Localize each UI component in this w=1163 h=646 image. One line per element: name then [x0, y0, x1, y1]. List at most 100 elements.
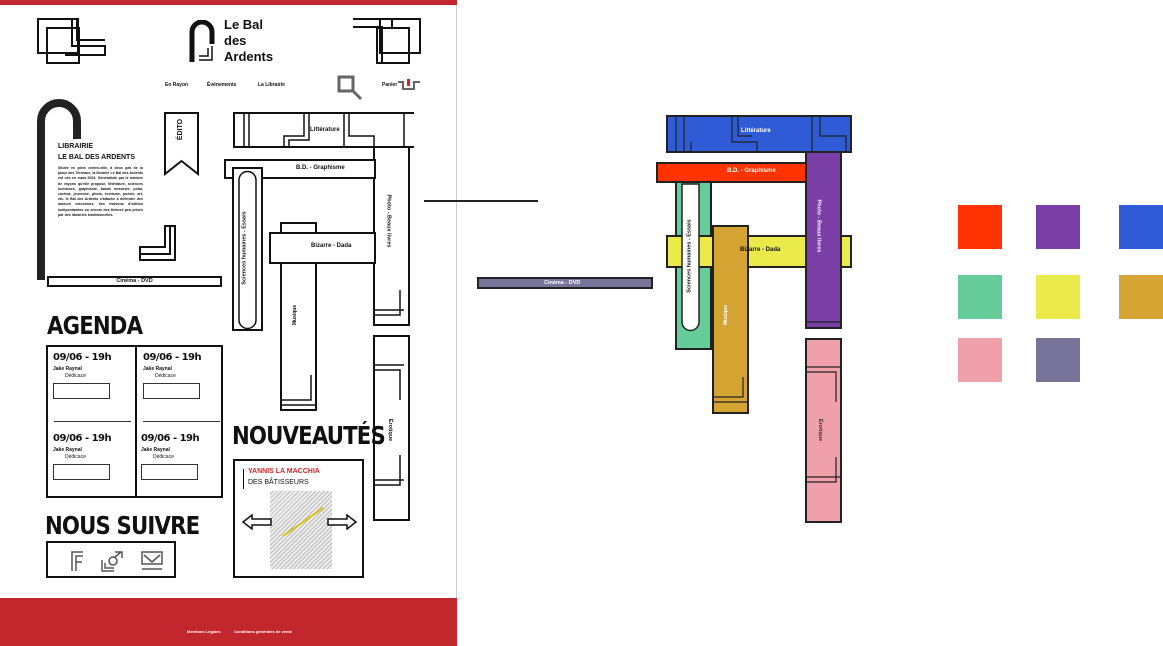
brand-line: des: [224, 33, 247, 48]
map-musique-colored: [712, 225, 749, 414]
swatch-gray: [1036, 338, 1080, 382]
colored-label-bizarre[interactable]: Bizarre - Dada: [740, 247, 781, 253]
event-name: Jake Raynal: [53, 366, 82, 372]
brand-line: Le Bal: [224, 17, 264, 32]
map-bizarre: [269, 232, 376, 264]
section-photo[interactable]: Photo - Beaux livres: [385, 194, 392, 248]
arrow-right-icon[interactable]: [327, 514, 357, 530]
swatch-gold: [1119, 275, 1163, 319]
link-icon[interactable]: [100, 550, 124, 572]
map-sciences: [232, 167, 263, 331]
nouveautes-carousel: YANNIS LA MACCHIA DES BÂTISSEURS: [233, 459, 364, 578]
map-litterature-colored: [666, 115, 852, 153]
footer: Mentions Légales Conditions générales de…: [0, 598, 457, 646]
edito-ribbon[interactable]: [164, 112, 199, 176]
map-cinema-colored: [477, 277, 653, 289]
social-box: [46, 541, 176, 578]
brand-line: Ardents: [224, 49, 274, 64]
event-date: 09/06 - 19h: [53, 433, 112, 444]
colored-label-cinema[interactable]: Cinéma - DVD: [544, 280, 581, 286]
map-erotique-colored: [805, 338, 842, 523]
event-name: Jake Raynal: [53, 447, 82, 453]
event-button[interactable]: [53, 464, 110, 480]
map-litterature: [233, 112, 414, 148]
event-button[interactable]: [141, 464, 198, 480]
intro-arch-icon: [37, 99, 81, 280]
colored-label-bd[interactable]: B.D. - Graphisme: [727, 168, 776, 174]
logo-arch-icon: [189, 20, 215, 62]
event-date: 09/06 - 19h: [141, 433, 200, 444]
agenda-title: AGENDA: [47, 311, 143, 340]
swatch-blue: [1119, 205, 1163, 249]
event-type: Dédicace: [65, 373, 86, 379]
map-erotique: [373, 335, 410, 521]
event-type: Dédicace: [65, 454, 86, 460]
colored-label-photo[interactable]: Photo - Beaux livres: [815, 199, 822, 253]
book-title: DES BÂTISSEURS: [248, 479, 309, 486]
cover-detail: [281, 506, 325, 538]
cart-label[interactable]: Panier: [382, 82, 398, 88]
edito-label[interactable]: ÉDITO: [177, 118, 185, 141]
divider: [243, 469, 244, 489]
event-button[interactable]: [53, 383, 110, 399]
divider: [54, 421, 131, 422]
event-type: Dédicace: [153, 454, 174, 460]
top-bar: [0, 0, 457, 5]
event-name: Jake Raynal: [141, 447, 170, 453]
nav-evenements[interactable]: Événements: [207, 82, 237, 88]
nav-la-librairie[interactable]: La Librairie: [258, 82, 285, 88]
swatch-pink: [958, 338, 1002, 382]
intro-title: LIBRAIRIE LE BAL DES ARDENTS: [58, 141, 135, 163]
colored-label-erotique[interactable]: Érotique: [817, 418, 824, 442]
connector-line: [424, 200, 538, 202]
website-mockup: Le Bal des Ardents En Rayon Événements L…: [0, 0, 457, 646]
book-cover-image[interactable]: [270, 491, 332, 569]
divider: [143, 421, 220, 422]
swatch-green: [958, 275, 1002, 319]
facebook-icon[interactable]: [70, 550, 84, 572]
section-bd[interactable]: B.D. - Graphisme: [296, 165, 345, 171]
swatch-red: [958, 205, 1002, 249]
intro-title-line: LE BAL DES ARDENTS: [58, 154, 136, 161]
footer-link-cgv[interactable]: Conditions générales de vente: [234, 629, 293, 634]
corner-ornament-icon: [139, 225, 176, 261]
intro-text: Située en plein centre-ville, à deux pas…: [58, 166, 143, 217]
cart-icon[interactable]: [397, 79, 421, 91]
brand-logo-text[interactable]: Le Bal des Ardents: [224, 17, 273, 65]
section-musique[interactable]: Musique: [292, 304, 299, 326]
map-photo: [373, 146, 410, 326]
section-erotique[interactable]: Érotique: [387, 418, 394, 442]
swatch-purple: [1036, 205, 1080, 249]
map-musique: [280, 262, 317, 411]
colored-label-musique[interactable]: Musique: [723, 304, 730, 326]
swatch-yellow: [1036, 275, 1080, 319]
section-cinema[interactable]: Cinéma - DVD: [47, 276, 222, 287]
section-litterature[interactable]: Littérature: [310, 127, 340, 133]
book-author: YANNIS LA MACCHIA: [248, 468, 320, 475]
decorative-pattern-icon: [37, 18, 106, 64]
event-name: Jake Raynal: [143, 366, 172, 372]
colored-store-map: [477, 115, 852, 523]
footer-link-mentions[interactable]: Mentions Légales: [187, 629, 221, 634]
nouveautes-title: NOUVEAUTÉS: [232, 421, 386, 450]
map-photo-colored: [805, 151, 842, 329]
decorative-pattern-icon: [353, 18, 421, 64]
section-sciences[interactable]: Sciences humaines - Essais: [241, 211, 248, 285]
event-type: Dédicace: [155, 373, 176, 379]
colored-label-sciences[interactable]: Sciences humaines - Essais: [686, 219, 693, 293]
colored-label-litterature[interactable]: Littérature: [741, 128, 771, 134]
divider: [135, 347, 137, 496]
search-icon[interactable]: [337, 75, 363, 101]
newsletter-icon[interactable]: [140, 550, 164, 572]
arrow-left-icon[interactable]: [242, 514, 272, 530]
store-map-outline: [224, 112, 414, 521]
event-date: 09/06 - 19h: [53, 352, 112, 363]
event-date: 09/06 - 19h: [143, 352, 202, 363]
nav-en-rayon[interactable]: En Rayon: [165, 82, 189, 88]
event-button[interactable]: [143, 383, 200, 399]
section-bizarre[interactable]: Bizarre - Dada: [311, 243, 352, 249]
